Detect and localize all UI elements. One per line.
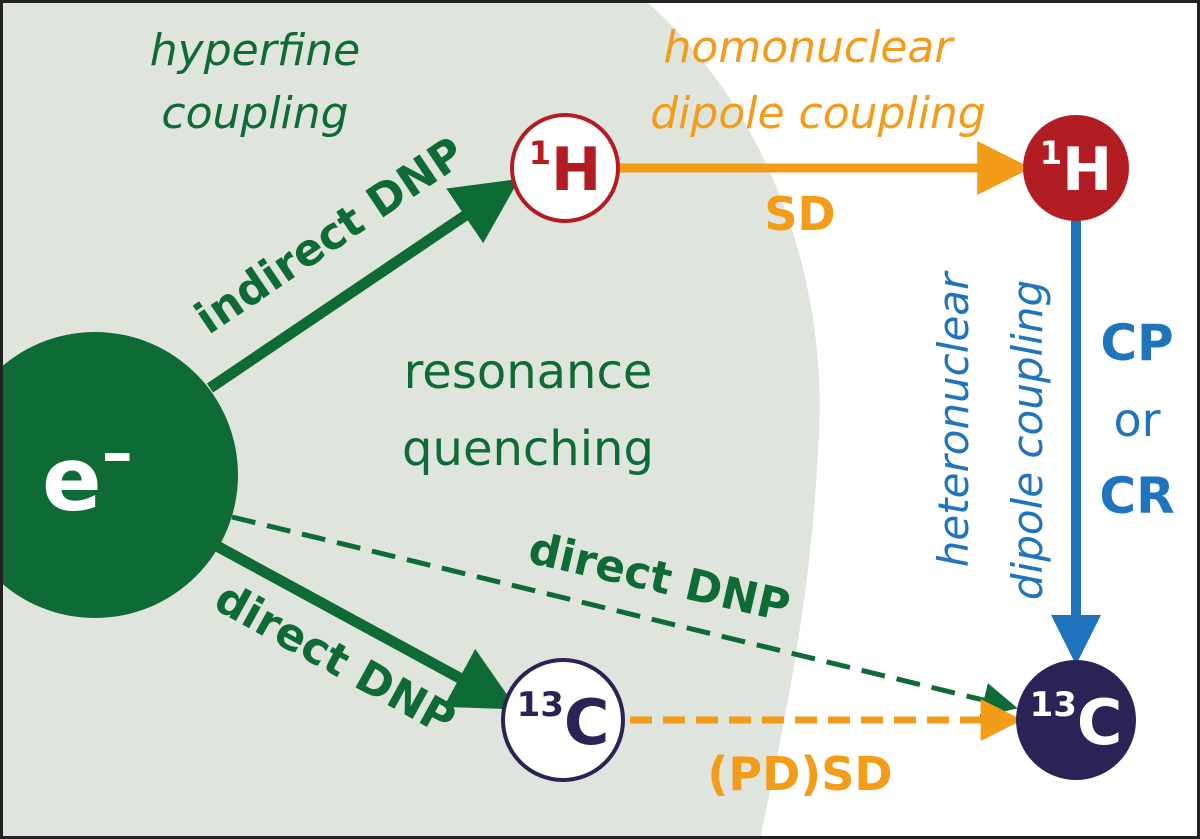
proton-node-right <box>1023 115 1129 221</box>
heteronuclear-label-line2: dipole coupling <box>1003 280 1052 600</box>
carbon-node-right <box>1016 660 1136 780</box>
sd-label: SD <box>764 187 835 241</box>
hyperfine-label-line2: coupling <box>161 88 348 139</box>
carbon-node-left-label: 13C <box>517 685 610 759</box>
proton-node-left <box>510 113 620 223</box>
resonance-label-line2: quenching <box>402 421 654 477</box>
proton-node-right-label: 1H <box>1040 134 1112 205</box>
homonuclear-label-line1: homonuclear <box>664 22 956 73</box>
electron-node <box>0 332 238 618</box>
carbon-node-right-label: 13C <box>1030 685 1123 759</box>
carbon-node-left <box>501 658 625 782</box>
homonuclear-label-line2: dipole coupling <box>650 88 985 139</box>
resonance-label-line1: resonance <box>404 344 653 400</box>
cr-label: CR <box>1099 467 1174 525</box>
proton-node-left-label: 1H <box>529 134 601 205</box>
electron-label: e– <box>42 416 133 531</box>
direct-dnp-arrow <box>212 540 518 710</box>
or-label: or <box>1113 393 1160 447</box>
cp-label: CP <box>1100 314 1173 372</box>
indirect-dnp-arrow <box>206 178 520 393</box>
pdsd-label: (PD)SD <box>707 747 892 801</box>
direct-dnp-dashed-arrow <box>231 514 1018 718</box>
hyperfine-label-line1: hyperfine <box>150 25 360 76</box>
resonance-quenching-region <box>2 2 820 837</box>
heteronuclear-label-line1: heteronuclear <box>929 270 978 567</box>
